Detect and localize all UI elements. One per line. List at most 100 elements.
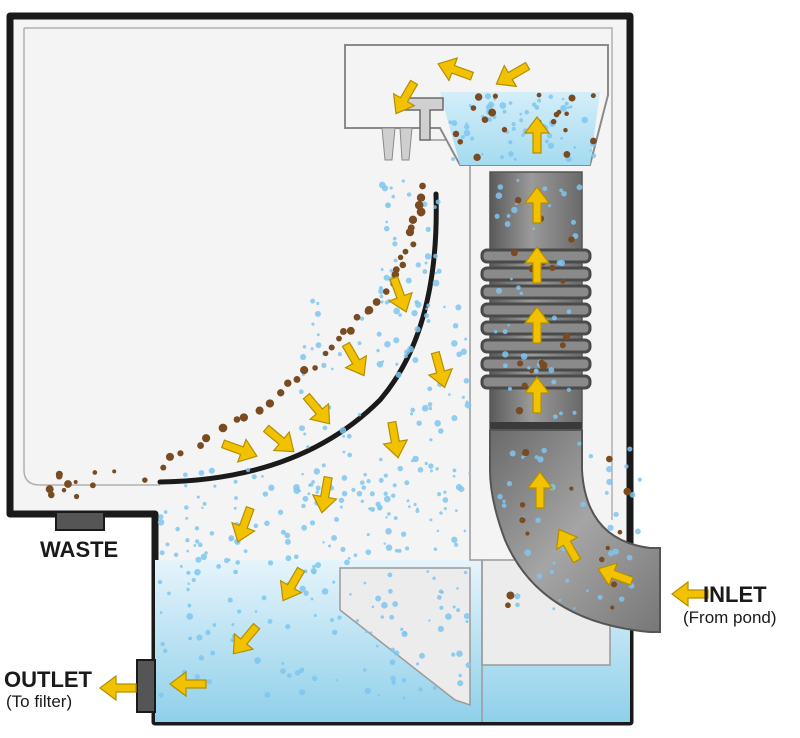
air-bubble-icon (501, 503, 507, 508)
debris-particle-icon (265, 399, 275, 408)
debris-particle-icon (239, 413, 249, 422)
air-bubble-icon (570, 219, 576, 225)
air-bubble-icon (383, 491, 388, 496)
air-bubble-icon (493, 330, 498, 334)
air-bubble-icon (310, 298, 316, 304)
debris-particle-icon (522, 448, 530, 457)
air-bubble-icon (301, 667, 305, 671)
air-bubble-icon (302, 344, 307, 349)
inlet-elbow-pipe (489, 429, 661, 633)
debris-particle-icon (506, 591, 515, 600)
air-bubble-icon (376, 360, 384, 368)
air-bubble-icon (580, 501, 587, 508)
air-bubbles (157, 93, 642, 700)
air-bubble-icon (524, 110, 530, 115)
air-bubble-icon (407, 505, 411, 509)
air-bubble-icon (285, 555, 292, 562)
air-bubble-icon (537, 98, 542, 103)
air-bubble-icon (402, 696, 406, 700)
air-bubble-icon (385, 544, 393, 551)
air-bubble-icon (267, 560, 274, 566)
air-bubble-icon (433, 547, 438, 551)
air-bubble-icon (397, 548, 402, 553)
air-bubble-icon (436, 268, 442, 274)
debris-particle-icon (165, 452, 174, 461)
air-bubble-icon (195, 556, 202, 563)
air-bubble-icon (264, 520, 270, 527)
air-bubble-icon (337, 615, 342, 620)
debris-particle-icon (519, 517, 526, 524)
air-bubble-icon (231, 623, 235, 627)
debris-particle-icon (481, 116, 489, 124)
air-bubble-icon (196, 495, 200, 499)
air-bubble-icon (560, 136, 563, 140)
air-bubble-icon (339, 505, 343, 509)
air-bubble-icon (487, 117, 493, 122)
air-bubble-icon (310, 347, 314, 351)
air-bubble-icon (443, 305, 446, 309)
air-bubble-icon (321, 463, 326, 468)
air-bubble-icon (335, 678, 338, 682)
debris-particle-icon (470, 105, 477, 111)
debris-particle-icon (293, 376, 301, 383)
air-bubble-icon (576, 184, 583, 191)
air-bubble-icon (383, 274, 390, 281)
air-bubble-icon (228, 537, 233, 542)
air-bubble-icon (347, 452, 353, 458)
air-bubble-icon (427, 386, 433, 392)
air-bubble-icon (298, 689, 306, 696)
air-bubble-icon (559, 411, 563, 416)
air-bubble-icon (612, 548, 619, 555)
air-bubble-icon (548, 94, 554, 100)
air-bubble-icon (315, 342, 322, 349)
air-bubble-icon (564, 101, 569, 106)
air-bubble-icon (465, 619, 469, 624)
air-bubble-icon (184, 484, 188, 488)
air-bubble-icon (428, 619, 431, 622)
debris-particle-icon (610, 605, 615, 610)
air-bubble-icon (451, 120, 458, 126)
air-bubble-icon (419, 652, 425, 659)
air-bubble-icon (393, 307, 400, 315)
air-bubble-icon (337, 352, 342, 357)
debris-particle-icon (160, 464, 167, 471)
air-bubble-icon (254, 657, 261, 664)
air-bubble-icon (175, 526, 180, 532)
air-bubble-icon (532, 227, 536, 231)
air-bubble-icon (233, 479, 238, 484)
air-bubble-icon (185, 538, 190, 543)
debris-particle-icon (563, 150, 571, 158)
air-bubble-icon (456, 587, 459, 590)
air-bubble-icon (186, 549, 190, 553)
air-bubble-icon (163, 510, 168, 514)
air-bubble-icon (380, 300, 384, 304)
air-bubble-icon (370, 631, 373, 634)
debris-particle-icon (399, 261, 407, 269)
air-bubble-icon (261, 474, 264, 478)
air-bubble-icon (461, 395, 465, 399)
debris-particle-icon (564, 111, 569, 117)
debris-particle-icon (45, 485, 54, 494)
debris-particle-icon (562, 333, 571, 341)
air-bubble-icon (400, 627, 404, 632)
air-bubble-icon (432, 279, 440, 287)
air-bubble-icon (392, 601, 399, 607)
debris-particle-icon (559, 342, 566, 349)
air-bubble-icon (502, 499, 506, 503)
air-bubble-icon (452, 468, 457, 473)
air-bubble-icon (322, 541, 325, 544)
debris-particle-icon (553, 111, 560, 118)
air-bubble-icon (546, 133, 553, 139)
debris-particle-icon (611, 581, 618, 588)
debris-particle-icon (312, 365, 318, 371)
air-bubble-icon (637, 477, 642, 482)
air-bubble-icon (588, 453, 594, 459)
debris-particle-icon (521, 382, 528, 389)
air-bubble-icon (355, 618, 360, 623)
air-bubble-icon (395, 362, 399, 366)
flow-arrow-icon (99, 675, 137, 701)
debris-particle-icon (414, 200, 424, 210)
air-bubble-icon (284, 538, 291, 545)
air-bubble-icon (548, 367, 555, 373)
debris-particle-icon (112, 469, 117, 474)
